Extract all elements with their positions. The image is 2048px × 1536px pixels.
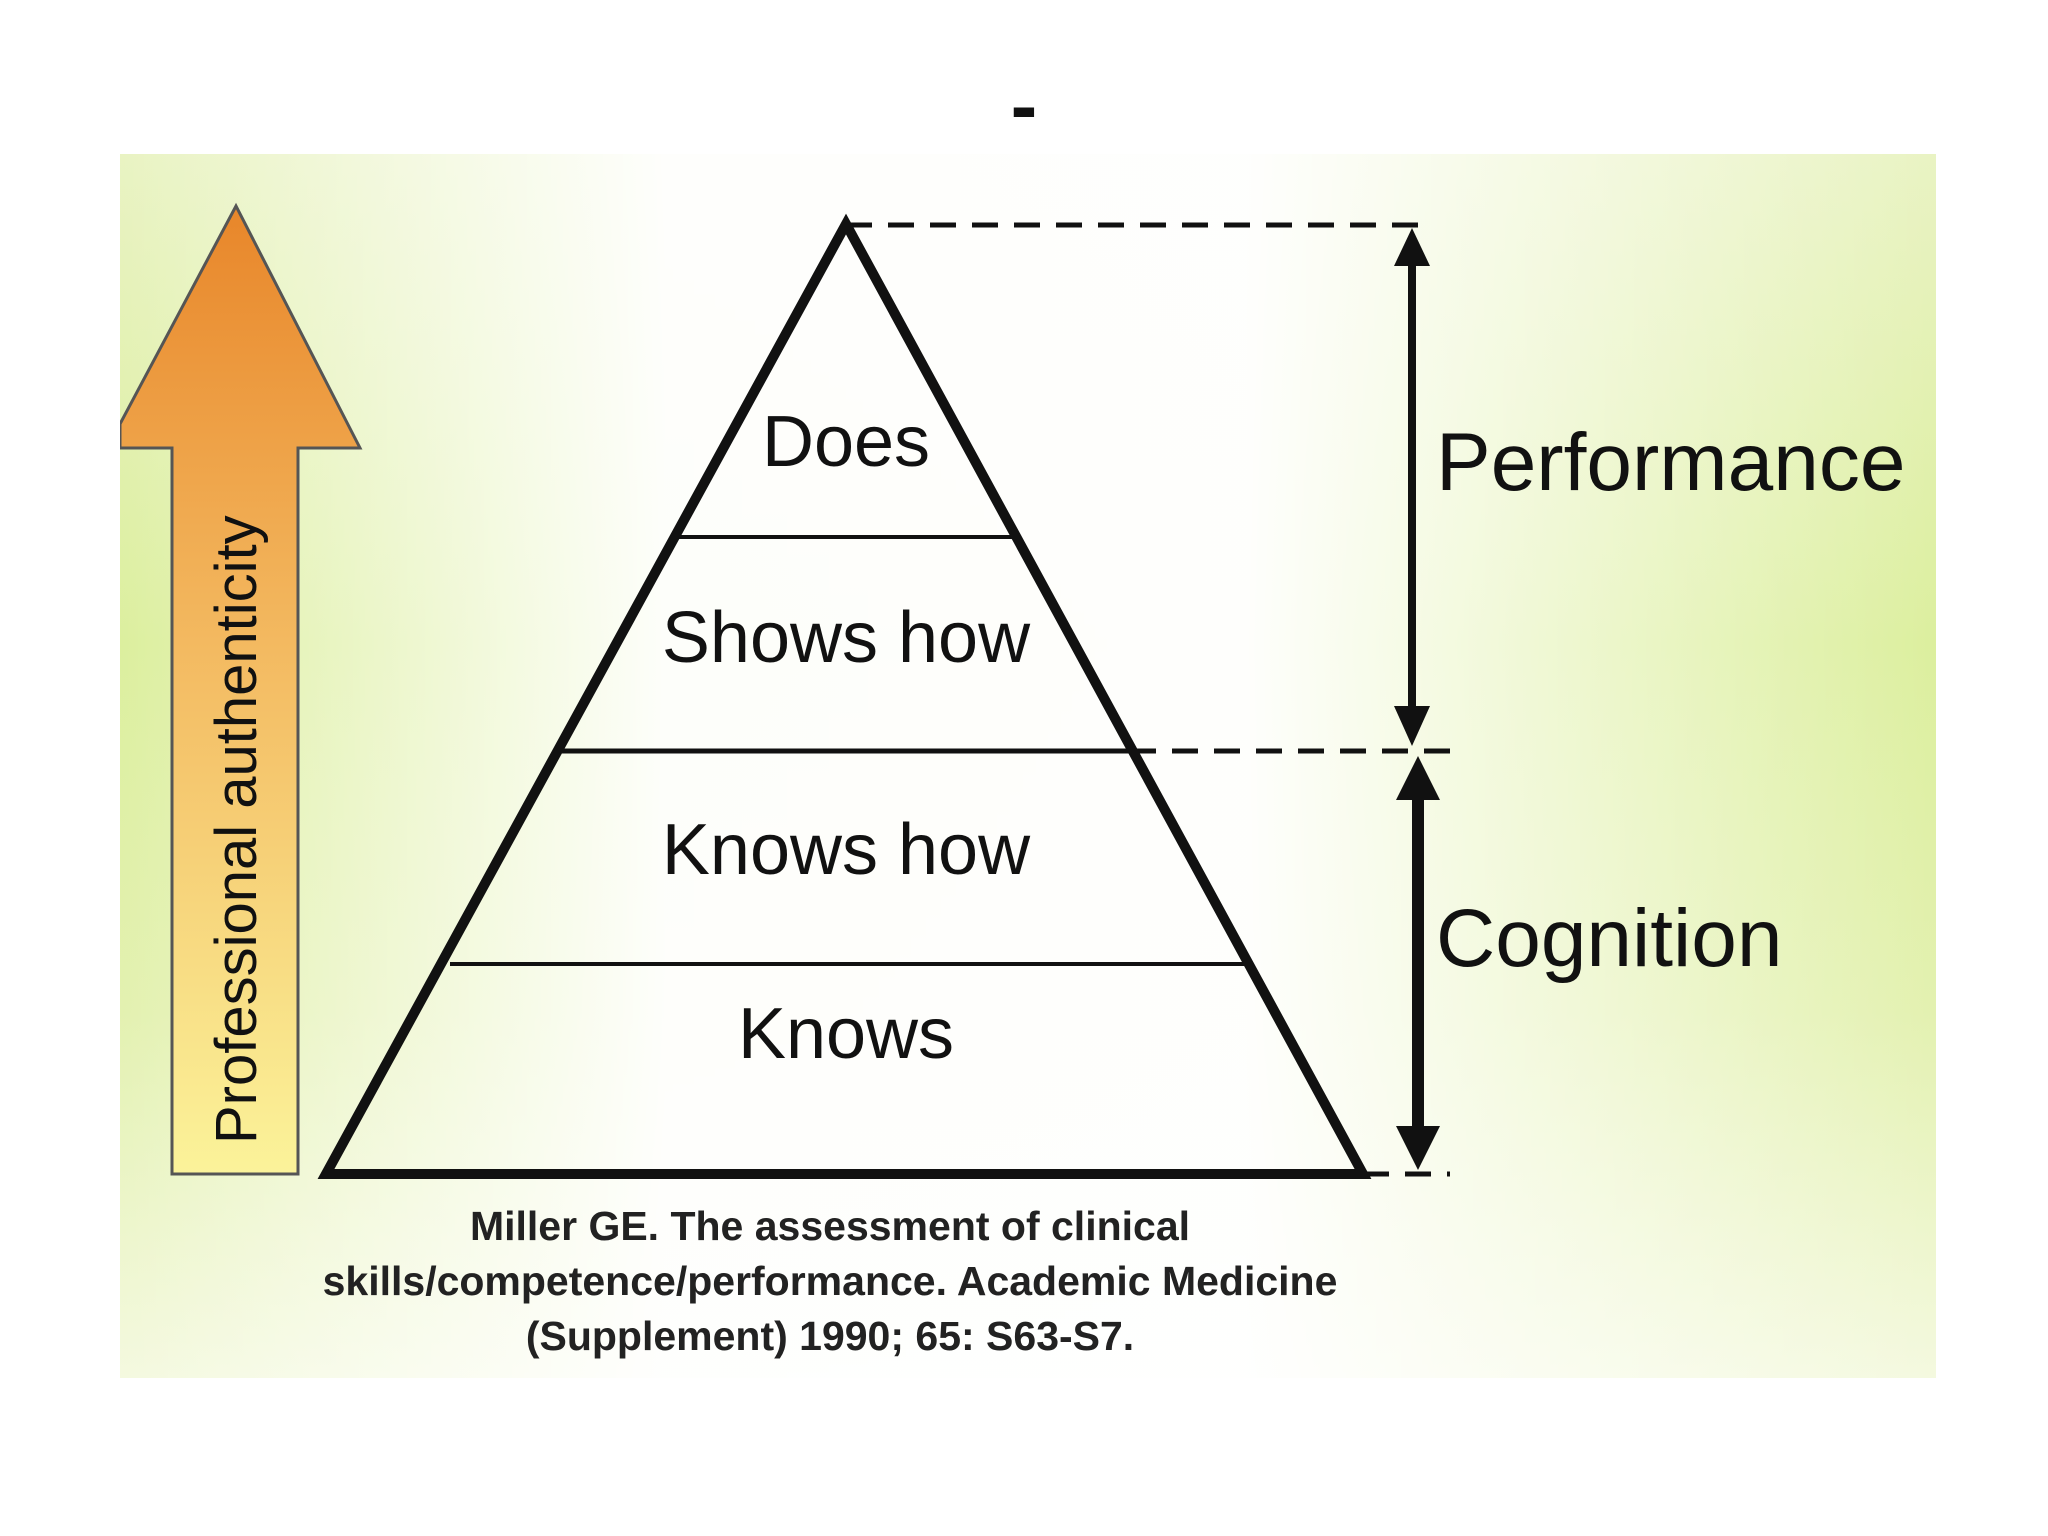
level-knows: Knows xyxy=(738,994,954,1074)
cognition-label: Cognition xyxy=(1436,893,1782,984)
authenticity-arrow xyxy=(120,202,363,1176)
citation-line-3: (Supplement) 1990; 65: S63-S7. xyxy=(525,1313,1135,1359)
level-knows-how: Knows how xyxy=(662,810,1031,890)
citation-line-2: skills/competence/performance. Academic … xyxy=(322,1258,1338,1304)
level-shows-how: Shows how xyxy=(662,598,1031,678)
diagram-canvas: Professional authenticity Does Shows how… xyxy=(120,202,1905,1179)
millers-pyramid-figure: Professional authenticity Does Shows how… xyxy=(120,154,1936,1378)
authenticity-label: Professional authenticity xyxy=(204,515,269,1144)
citation: Miller GE. The assessment of clinical sk… xyxy=(280,1199,1380,1364)
cognition-bracket-arrow xyxy=(1396,756,1440,1170)
performance-bracket-arrow xyxy=(1394,228,1430,746)
performance-label: Performance xyxy=(1436,417,1905,508)
slide-title: - xyxy=(1010,61,1038,150)
level-does: Does xyxy=(762,402,930,482)
pyramid-outline xyxy=(317,213,1372,1179)
citation-line-1: Miller GE. The assessment of clinical xyxy=(469,1203,1191,1249)
